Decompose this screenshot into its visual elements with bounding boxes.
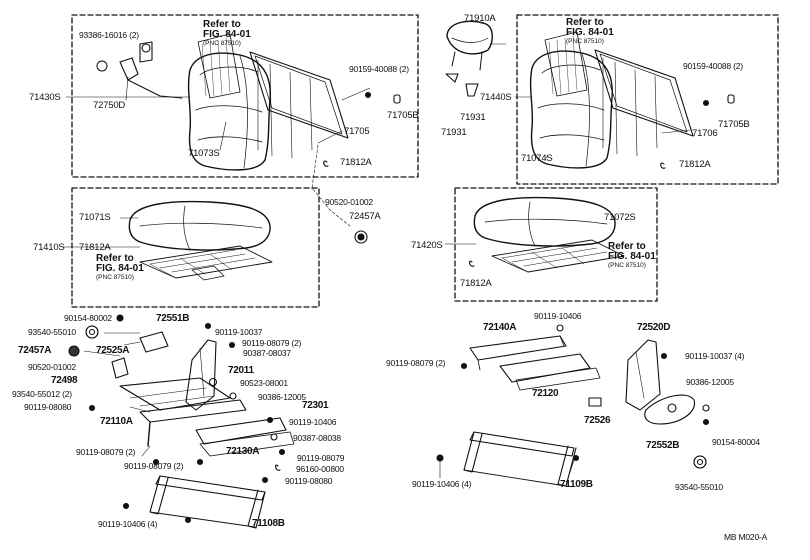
label-90119-08080-a: 90119-08080	[24, 402, 72, 412]
label-71931-b: 71931	[460, 112, 486, 123]
refer-line3: (PNC 87510)	[566, 38, 604, 45]
label-72301: 72301	[302, 400, 329, 411]
diagram-code: MB M020-A	[724, 532, 768, 542]
refer-line2: FIG. 84-01	[96, 263, 144, 274]
label-72750D: 72750D	[93, 100, 126, 111]
box-seatback-left	[71, 14, 419, 178]
label-90119-10037-a: 90119-10037	[215, 327, 263, 337]
refer-line1: Refer to	[566, 17, 604, 28]
seatback-right	[514, 31, 735, 169]
refer-line1: Refer to	[203, 19, 241, 30]
label-72457A-b: 72457A	[18, 345, 52, 356]
label-90119-10406-d: 90119-10406 (4)	[412, 479, 472, 489]
cushion-right	[444, 196, 625, 273]
label-71910A: 71910A	[464, 13, 496, 24]
label-72551B: 72551B	[156, 313, 190, 324]
label-90523-08001: 90523-08001	[240, 378, 288, 388]
label-90159-40088-a: 90159-40088 (2)	[349, 64, 409, 74]
label-71812A-d: 71812A	[460, 278, 492, 289]
label-90154-80004: 90154-80004	[712, 437, 760, 447]
knob-72457A	[354, 230, 368, 244]
group-boxes	[71, 14, 779, 308]
label-90520-01002-b: 90520-01002	[28, 362, 76, 372]
cushion-left	[61, 200, 273, 281]
label-71705: 71705	[344, 126, 370, 137]
label-72520D: 72520D	[637, 322, 671, 333]
label-71071S: 71071S	[79, 212, 111, 223]
label-71410S: 71410S	[33, 242, 65, 253]
label-72011: 72011	[228, 365, 254, 376]
label-71705B-b: 71705B	[718, 119, 750, 130]
box-cushion-right	[454, 187, 658, 302]
refer-line2: FIG. 84-01	[608, 251, 656, 262]
label-72552B: 72552B	[646, 440, 680, 451]
label-90119-08079-e: 90119-08079 (2)	[386, 358, 446, 368]
label-90119-10406-a: 90119-10406	[289, 417, 337, 427]
label-93540-55010-a: 93540-55010	[28, 327, 76, 337]
refer-fig-84-01-a: Refer to FIG. 84-01 (PNC 87510)	[203, 19, 251, 48]
label-90159-40088-b: 90159-40088 (2)	[683, 61, 743, 71]
label-93540-55010-b: 93540-55010	[675, 482, 723, 492]
label-71812A-b: 71812A	[679, 159, 711, 170]
label-71440S: 71440S	[480, 92, 512, 103]
label-71073S: 71073S	[188, 148, 220, 159]
label-90520-01002-a: 90520-01002	[325, 197, 373, 207]
label-90119-08079-d: 90119-08079 (2)	[124, 461, 184, 471]
label-71074S: 71074S	[521, 153, 553, 164]
adjuster-left	[68, 314, 295, 529]
refer-line3: (PNC 87510)	[608, 262, 646, 269]
label-90119-08080-b: 90119-08080	[285, 476, 333, 486]
refer-fig-84-01-b: Refer to FIG. 84-01 (PNC 87510)	[566, 17, 614, 46]
label-71706: 71706	[692, 128, 718, 139]
label-96160-00800: 96160-00800	[296, 464, 344, 474]
label-93386-16016: 93386-16016 (2)	[79, 30, 139, 40]
label-90119-08079-b: 90119-08079 (2)	[76, 447, 136, 457]
label-72110A: 72110A	[100, 416, 133, 427]
headrest	[445, 20, 507, 97]
label-72526: 72526	[584, 415, 611, 426]
refer-line2: FIG. 84-01	[566, 27, 614, 38]
label-71812A-c: 71812A	[79, 242, 111, 253]
label-90386-12005-b: 90386-12005	[686, 377, 734, 387]
label-71812A-a: 71812A	[340, 157, 372, 168]
label-93540-55012: 93540-55012 (2)	[12, 389, 72, 399]
label-71705B-a: 71705B	[387, 110, 419, 121]
refer-line3: (PNC 87510)	[96, 274, 134, 281]
label-90387-08037: 90387-08037	[243, 348, 291, 358]
label-71420S: 71420S	[411, 240, 443, 251]
label-90119-10037-b: 90119-10037 (4)	[685, 351, 745, 361]
refer-fig-84-01-d: Refer to FIG. 84-01 (PNC 87510)	[608, 241, 656, 270]
refer-fig-84-01-c: Refer to FIG. 84-01 (PNC 87510)	[96, 253, 144, 282]
adjuster-right	[436, 324, 710, 487]
label-71430S: 71430S	[29, 92, 61, 103]
label-90119-08079-c: 90119-08079	[297, 453, 345, 463]
label-71931-a: 71931	[441, 127, 467, 138]
refer-line3: (PNC 87510)	[203, 40, 241, 47]
box-seatback-right	[516, 14, 779, 185]
label-90119-10406-c: 90119-10406	[534, 311, 582, 321]
label-90387-08038: 90387-08038	[293, 433, 341, 443]
box-cushion-left	[71, 187, 320, 308]
label-72120: 72120	[532, 388, 559, 399]
label-72457A-a: 72457A	[349, 211, 381, 222]
refer-line2: FIG. 84-01	[203, 29, 251, 40]
label-72498: 72498	[51, 375, 78, 386]
label-71072S: 71072S	[604, 212, 636, 223]
label-90154-80002: 90154-80002	[64, 313, 112, 323]
label-72130A: 72130A	[226, 446, 260, 457]
label-72525A: 72525A	[96, 345, 130, 356]
refer-line1: Refer to	[608, 241, 646, 252]
label-71108B: 71108B	[252, 518, 285, 529]
label-90119-08079-a: 90119-08079 (2)	[242, 338, 302, 348]
label-72140A: 72140A	[483, 322, 517, 333]
refer-line1: Refer to	[96, 253, 134, 264]
label-71109B: 71109B	[560, 479, 593, 490]
seatback-left	[65, 33, 401, 227]
label-90386-12005-a: 90386-12005	[258, 392, 306, 402]
label-90119-10406-b: 90119-10406 (4)	[98, 519, 158, 529]
